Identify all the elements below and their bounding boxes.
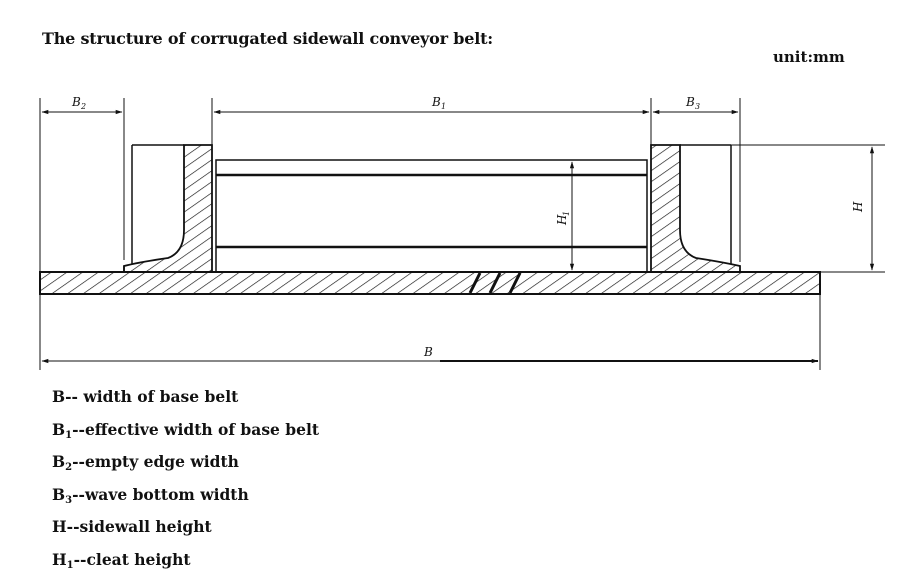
right-sidewall <box>650 144 741 273</box>
dim-h-label: H <box>851 201 865 213</box>
base-belt <box>39 271 821 370</box>
dim-b-label: B <box>423 345 433 359</box>
dimension-h1: H 1 <box>555 161 575 271</box>
dim-b3-label: B <box>685 95 695 109</box>
legend-item: B-- width of base belt <box>52 387 239 406</box>
dim-h1-label: H <box>555 214 569 226</box>
legend-list: B-- width of base belt B1--effective wid… <box>52 386 319 581</box>
dimension-b3: B 3 <box>652 95 741 262</box>
dim-b1-sub: 1 <box>441 102 446 111</box>
dim-b2-label: B <box>71 95 81 109</box>
dim-b3-sub: 3 <box>695 102 700 111</box>
page-title: The structure of corrugated sidewall con… <box>42 29 493 48</box>
dimension-b: B <box>41 345 819 364</box>
legend-item: B2--empty edge width <box>52 452 239 473</box>
dim-h1-sub: 1 <box>562 211 571 216</box>
legend-item: B3--wave bottom width <box>52 484 249 506</box>
dim-b2-sub: 2 <box>80 102 86 111</box>
left-sidewall <box>123 144 213 273</box>
legend-item: H--sidewall height <box>52 517 212 536</box>
dimension-h: H <box>731 144 885 273</box>
dim-b1-label: B <box>431 95 441 109</box>
legend-item: B1--effective width of base belt <box>52 419 320 441</box>
cleat <box>215 159 648 273</box>
dimension-b2: B 2 <box>39 95 125 272</box>
dimension-b1: B 1 <box>211 95 652 145</box>
legend-item: H1--cleat height <box>52 549 191 571</box>
unit-label: unit:mm <box>773 48 845 66</box>
